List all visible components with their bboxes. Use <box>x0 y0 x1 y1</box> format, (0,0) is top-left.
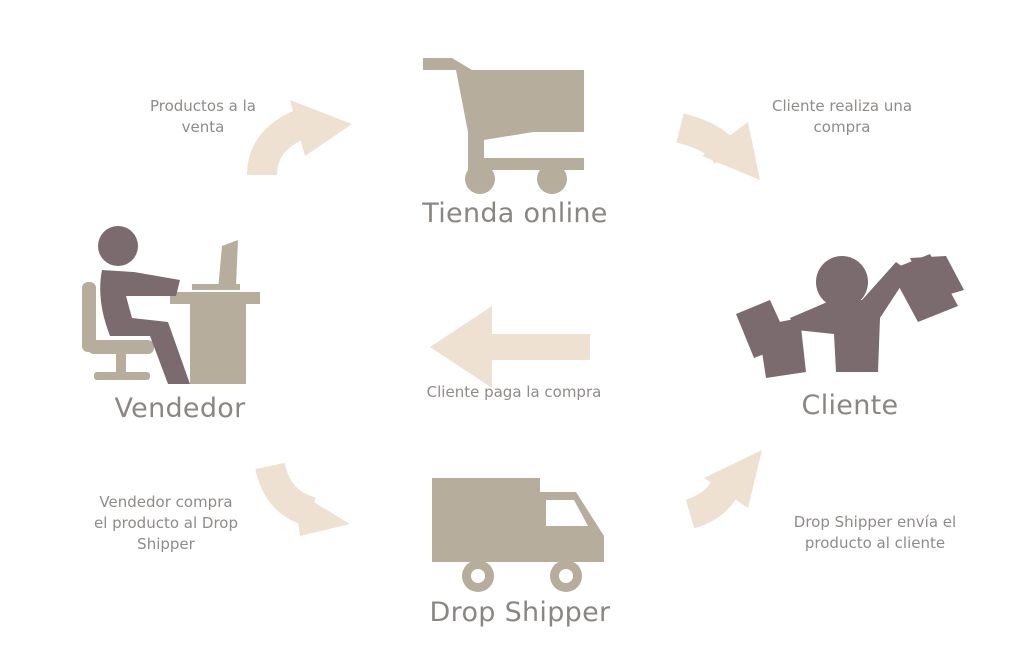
step-text-line: el producto al Drop <box>93 514 239 532</box>
node-label-cliente: Cliente <box>801 390 899 421</box>
step-text-line: Shipper <box>137 535 195 553</box>
step-text-line: Cliente paga la compra <box>426 383 602 401</box>
step-text-line: Vendedor compra <box>99 493 233 511</box>
node-label-vendedor: Vendedor <box>114 393 246 424</box>
step-text-line: venta <box>181 118 225 136</box>
step-text-line: producto al cliente <box>804 534 946 552</box>
step-label-productos-venta: Productos a la venta <box>118 96 288 138</box>
person-at-computer-icon <box>82 226 260 384</box>
step-text-line: Drop Shipper envía el <box>793 513 957 531</box>
step-label-cliente-compra: Cliente realiza una compra <box>742 96 942 138</box>
arrow-tienda-to-cliente <box>676 113 760 180</box>
delivery-truck-icon <box>432 478 604 592</box>
arrow-vendedor-to-tienda <box>247 100 352 176</box>
step-label-shipper-envia: Drop Shipper envía el producto al client… <box>770 512 980 554</box>
shopper-icon <box>736 254 964 378</box>
node-label-tienda: Tienda online <box>422 198 608 229</box>
step-text-line: Cliente realiza una <box>771 97 913 115</box>
step-text-line: compra <box>813 118 871 136</box>
arrow-vendedor-to-shipper <box>255 462 350 536</box>
arrow-shipper-to-cliente <box>685 450 762 529</box>
step-label-vendedor-compra: Vendedor compra el producto al Drop Ship… <box>66 492 266 555</box>
arrow-cliente-to-vendedor <box>430 306 590 388</box>
node-label-drop-shipper: Drop Shipper <box>429 597 611 628</box>
step-text-line: Productos a la <box>149 97 257 115</box>
step-label-cliente-paga: Cliente paga la compra <box>402 382 626 403</box>
shopping-cart-icon <box>423 58 584 194</box>
